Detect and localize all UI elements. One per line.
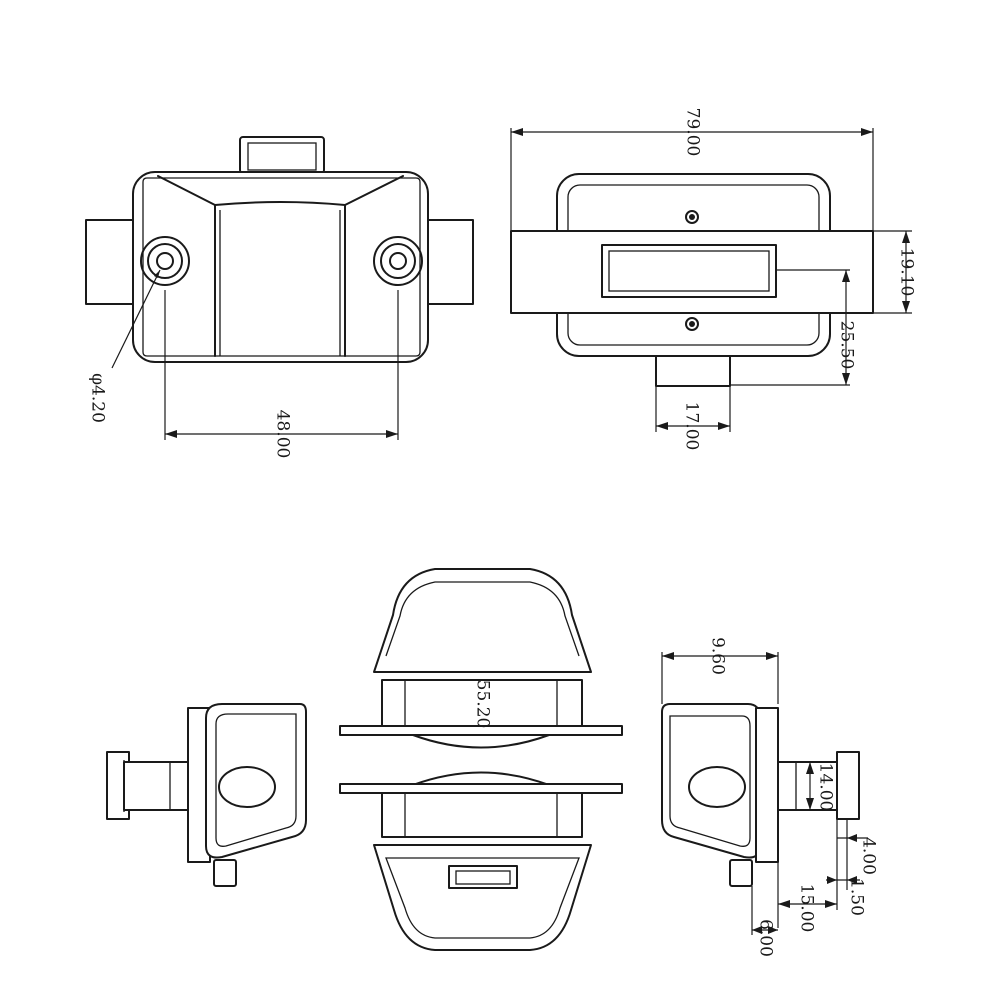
dim-overall-width: 79.00 xyxy=(683,108,703,157)
dim-button-offset: 25.50 xyxy=(837,321,857,370)
left-mounting-hole xyxy=(140,236,190,286)
right-side-view: 9.60 14.00 4.00 1.50 15.00 6.00 xyxy=(661,637,879,957)
dim-plate-height: 19.10 xyxy=(897,248,917,297)
center-exploded-view: 55.20 xyxy=(339,568,623,951)
dim-hole-spacing: 48.00 xyxy=(273,410,293,459)
dim-body-depth: 9.60 xyxy=(708,637,728,675)
front-view: φ4.20 48.00 xyxy=(85,136,474,459)
right-mounting-hole xyxy=(373,236,423,286)
diameter-leader xyxy=(111,269,161,369)
left-side-view xyxy=(106,703,307,887)
dim-stem-height: 14.00 xyxy=(816,763,836,812)
dim-flange-thickness: 1.50 xyxy=(847,878,867,916)
dim-tab-width: 17.00 xyxy=(682,402,702,451)
dim-knob-depth: 6.00 xyxy=(756,919,776,957)
dim-hole-diameter: φ4.20 xyxy=(88,373,108,423)
side-view: 79.00 19.10 25.50 17.00 xyxy=(510,108,917,451)
dim-stem-length: 15.00 xyxy=(797,884,817,933)
dim-slot-width: 55.20 xyxy=(473,680,493,729)
dim-step-depth: 4.00 xyxy=(859,837,879,875)
